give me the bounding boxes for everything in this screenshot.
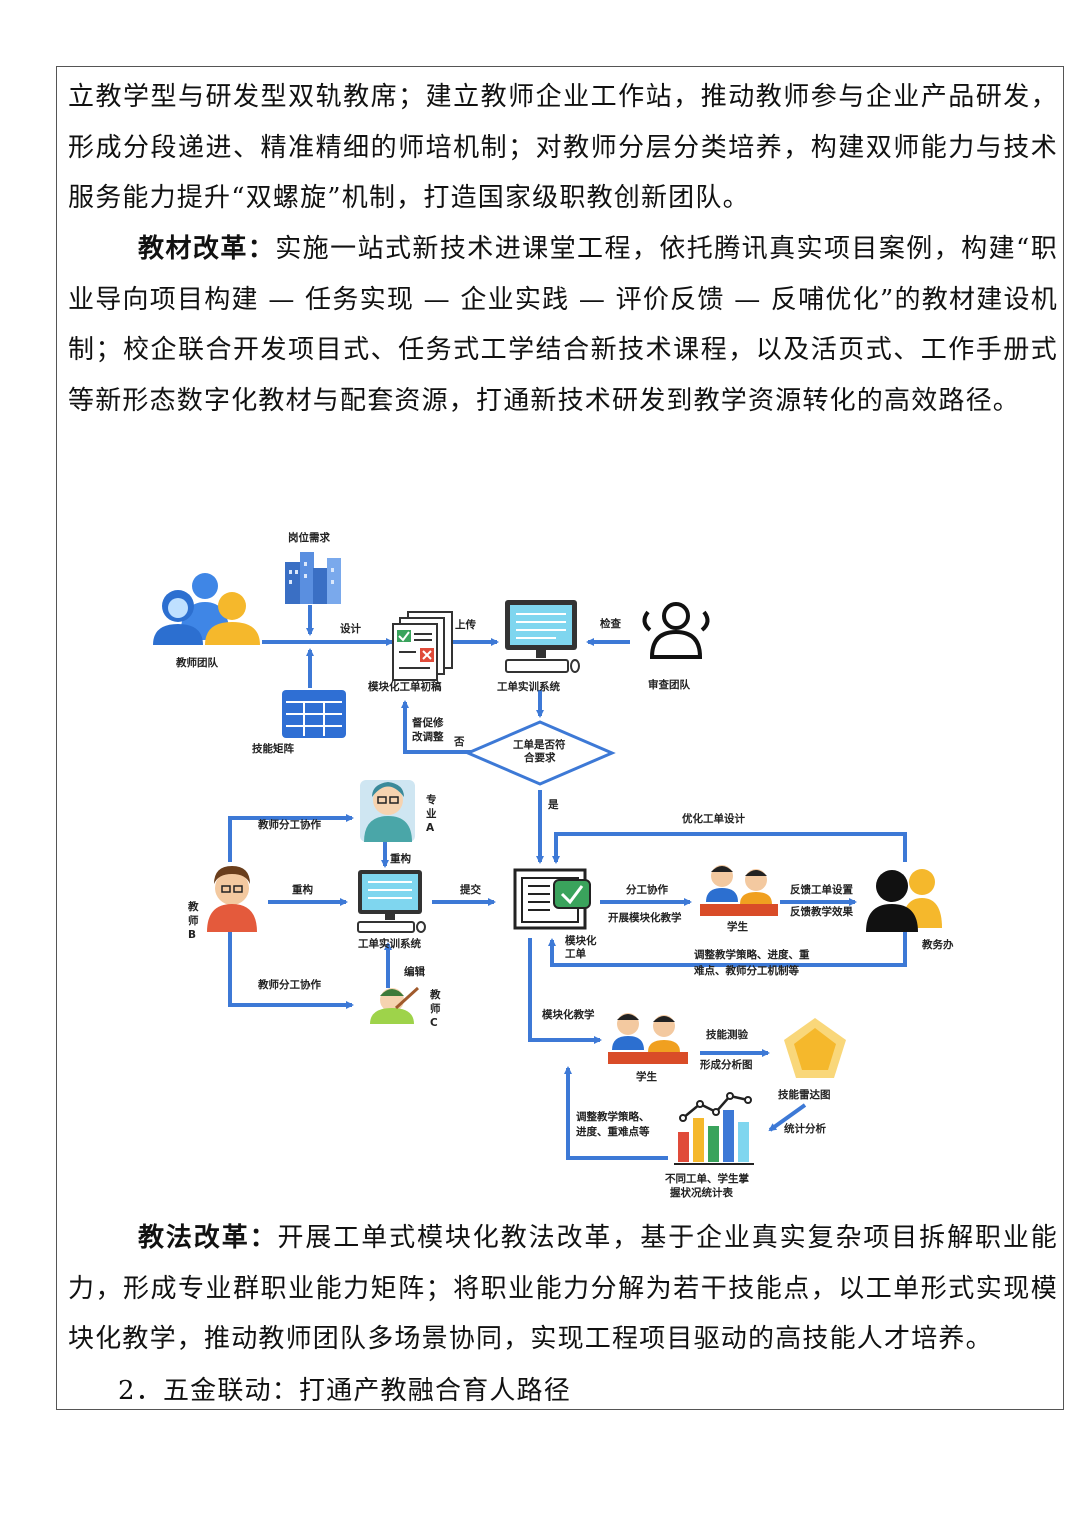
label-modular-teaching: 模块化教学	[542, 1008, 595, 1021]
label-adjust-2: 难点、教师分工机制等	[693, 964, 799, 977]
teacher-c-icon	[370, 986, 420, 1024]
training-system-computer-icon-2	[357, 870, 426, 933]
textbook-reform-label: 教材改革：	[138, 234, 276, 264]
label-radar: 技能雷达图	[778, 1088, 831, 1101]
label-teacher-a-1: 专	[426, 793, 437, 806]
label-adjust-1: 调整教学策略、进度、重	[694, 948, 810, 961]
teacher-b-icon	[207, 866, 257, 932]
label-teacher-a-3: A	[426, 822, 435, 834]
label-collaborate: 分工协作	[626, 883, 668, 896]
label-training-system-top: 工单实训系统	[497, 680, 560, 693]
label-teacher-b-3: B	[188, 929, 196, 941]
label-modular-workorder-2: 工单	[565, 947, 586, 960]
label-training-system-mid: 工单实训系统	[358, 937, 421, 950]
label-rebuild-1: 重构	[390, 852, 411, 865]
label-adjust-3: 调整教学策略、	[576, 1110, 650, 1123]
teaching-method-label: 教法改革：	[138, 1223, 278, 1253]
label-teacher-c-3: C	[430, 1017, 438, 1029]
label-academic-office: 教务办	[921, 938, 954, 951]
label-teacher-b-2: 师	[188, 914, 199, 927]
skill-matrix-icon	[282, 690, 346, 738]
label-revise-1: 督促修	[412, 716, 444, 729]
textbook-reform-body: 实施一站式新技术进课堂工程，依托腾讯真实项目案例，构建“职业导向项目构建 — 任…	[68, 234, 1058, 416]
label-optimize-design: 优化工单设计	[682, 812, 745, 825]
students-icon	[700, 865, 778, 916]
draft-workorder-icon	[392, 611, 453, 681]
label-check: 检查	[600, 617, 621, 630]
teacher-team-icon	[153, 573, 260, 645]
label-rebuild-2: 重构	[292, 883, 313, 896]
label-design: 设计	[340, 622, 361, 635]
label-job-demand: 岗位需求	[288, 531, 330, 544]
label-form-chart: 形成分析图	[700, 1058, 753, 1071]
label-decision-1: 工单是否符	[513, 738, 566, 751]
label-teacher-b-1: 教	[187, 900, 199, 913]
label-skill-test: 技能测验	[706, 1028, 748, 1041]
label-draft-workorder: 模块化工单初稿	[368, 680, 442, 693]
label-upload: 上传	[455, 618, 476, 631]
label-feedback-1: 反馈工单设置	[790, 883, 853, 896]
label-students-2: 学生	[636, 1070, 657, 1083]
label-yes: 是	[547, 799, 559, 811]
modular-workorder-icon	[513, 868, 591, 930]
label-revise-2: 改调整	[412, 730, 444, 743]
skill-radar-icon	[784, 1018, 846, 1078]
paragraph-textbook-reform: 教材改革：实施一站式新技术进课堂工程，依托腾讯真实项目案例，构建“职业导向项目构…	[68, 224, 1058, 426]
review-team-icon	[642, 602, 710, 659]
label-teacher-a-2: 业	[426, 807, 437, 820]
label-modular-workorder-1: 模块化	[565, 934, 597, 947]
teacher-a-icon	[360, 780, 415, 842]
academic-office-icon	[866, 869, 942, 932]
label-statistics: 统计分析	[784, 1122, 826, 1135]
label-adjust-4: 进度、重难点等	[576, 1125, 650, 1138]
label-skill-matrix: 技能矩阵	[252, 742, 294, 755]
workflow-diagram: 岗位需求 教师团队 设计 技能矩阵 模块化工单初稿 上传 工单实训系统 检查 审…	[153, 531, 954, 1199]
label-edit: 编辑	[404, 965, 425, 978]
training-system-computer-icon	[505, 600, 580, 673]
label-teacher-c-1: 教	[429, 988, 441, 1001]
label-review-team: 审查团队	[648, 678, 690, 691]
flow-arrows	[228, 605, 907, 1160]
label-start-teaching: 开展模块化教学	[608, 911, 682, 924]
paragraph-teaching-method-reform: 教法改革：开展工单式模块化教法改革，基于企业真实复杂项目拆解职业能力，形成专业群…	[68, 1213, 1058, 1365]
decision-diamond	[464, 720, 616, 786]
label-teacher-c-2: 师	[430, 1002, 441, 1015]
section-heading: 2．五金联动：打通产教融合育人路径	[118, 1376, 571, 1406]
label-feedback-2: 反馈教学效果	[790, 905, 853, 918]
label-teacher-team: 教师团队	[175, 656, 218, 669]
label-stat-table-2: 握状况统计表	[670, 1186, 733, 1199]
teaching-method-body: 开展工单式模块化教法改革，基于企业真实复杂项目拆解职业能力，形成专业群职业能力矩…	[68, 1223, 1058, 1354]
label-students-1: 学生	[727, 920, 748, 933]
label-stat-table-1: 不同工单、学生掌	[665, 1172, 749, 1185]
document-frame	[56, 66, 1064, 1410]
label-division-bottom: 教师分工协作	[257, 978, 321, 991]
label-submit: 提交	[460, 883, 481, 896]
paragraph-teacher-team: 立教学型与研发型双轨教席；建立教师企业工作站，推动教师参与企业产品研发，形成分段…	[68, 82, 1058, 213]
statistics-chart-icon	[674, 1092, 754, 1165]
label-no: 否	[453, 736, 465, 748]
label-decision-2: 合要求	[523, 751, 556, 764]
label-division-top: 教师分工协作	[257, 818, 321, 831]
students-icon-2	[608, 1013, 688, 1064]
buildings-icon	[285, 552, 341, 604]
